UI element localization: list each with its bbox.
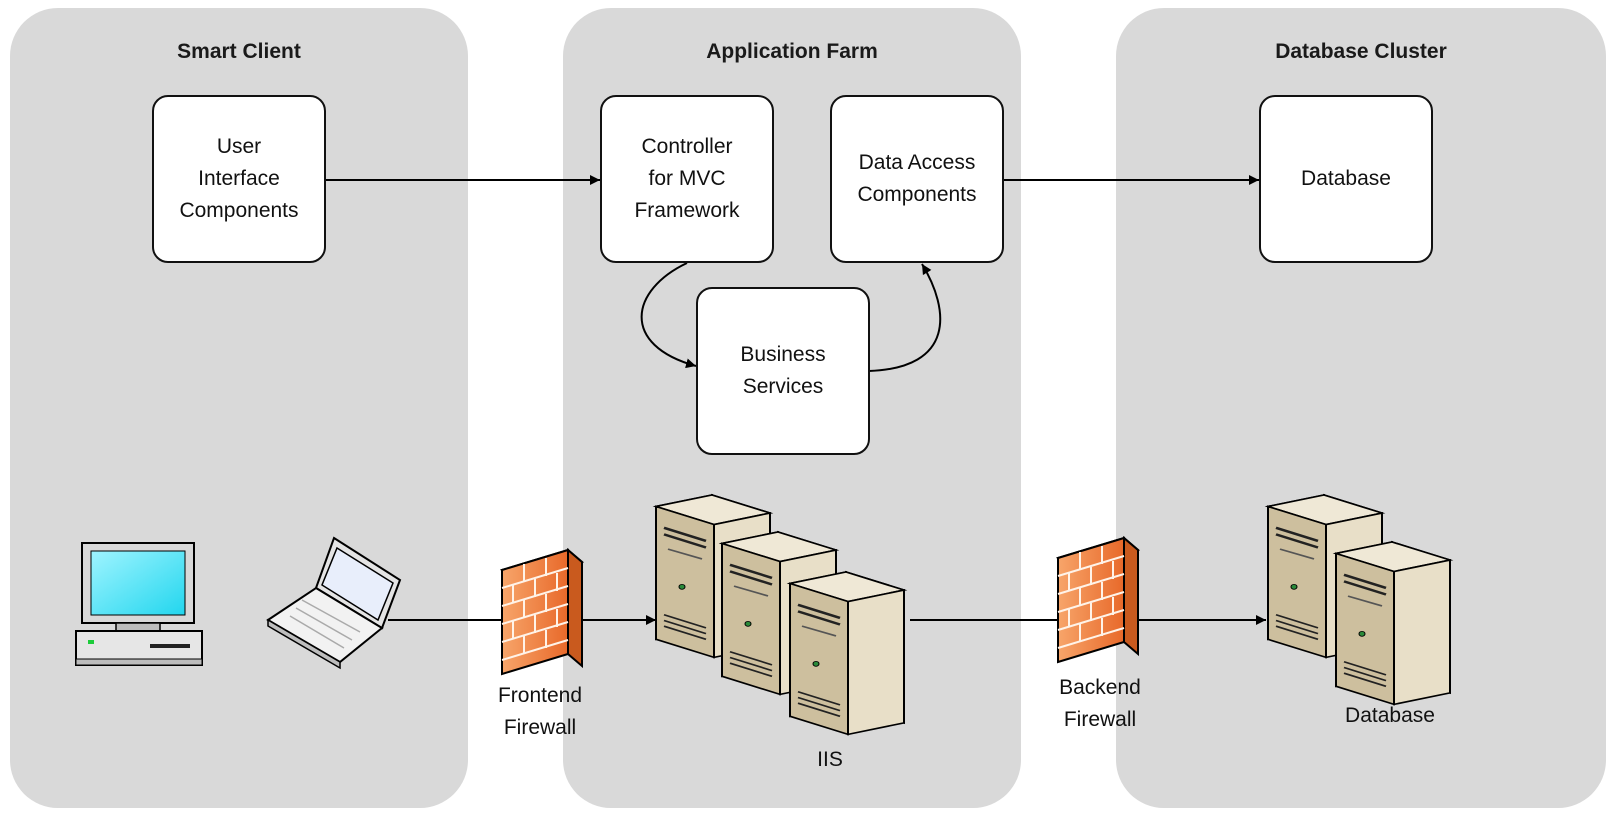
- frontend-firewall-icon: [501, 549, 583, 675]
- lane-title-database-cluster: Database Cluster: [1275, 40, 1447, 63]
- data-access-components-label: Data Access Components: [857, 151, 977, 206]
- controller-box: Controller for MVC Framework: [600, 95, 774, 263]
- laptop-icon: [266, 536, 402, 670]
- business-services-label: Business Services: [740, 343, 826, 398]
- business-services-box: Business Services: [696, 287, 870, 455]
- controller-label: Controller for MVC Framework: [634, 135, 740, 222]
- data-access-components-box: Data Access Components: [830, 95, 1004, 263]
- backend-firewall-caption: Backend Firewall: [1059, 676, 1141, 731]
- frontend-firewall-caption: Frontend Firewall: [497, 684, 583, 739]
- backend-firewall-icon: [1057, 537, 1139, 663]
- lane-title-smart-client: Smart Client: [177, 40, 301, 63]
- desktop-computer-icon: [75, 542, 203, 666]
- user-interface-components-box: User Interface Components: [152, 95, 326, 263]
- database-servers-caption: Database: [1345, 704, 1435, 727]
- lane-title-application-farm: Application Farm: [706, 40, 878, 63]
- database-label: Database: [1301, 167, 1391, 190]
- arrow-business-services-to-data-access: [868, 263, 942, 372]
- iis-caption: IIS: [817, 748, 843, 771]
- arrow-controller-to-business-services: [640, 262, 697, 369]
- database-box: Database: [1259, 95, 1433, 263]
- iis-server-icon: [788, 570, 906, 736]
- database-server-icon: [1334, 540, 1452, 706]
- user-interface-components-label: User Interface Components: [179, 135, 299, 222]
